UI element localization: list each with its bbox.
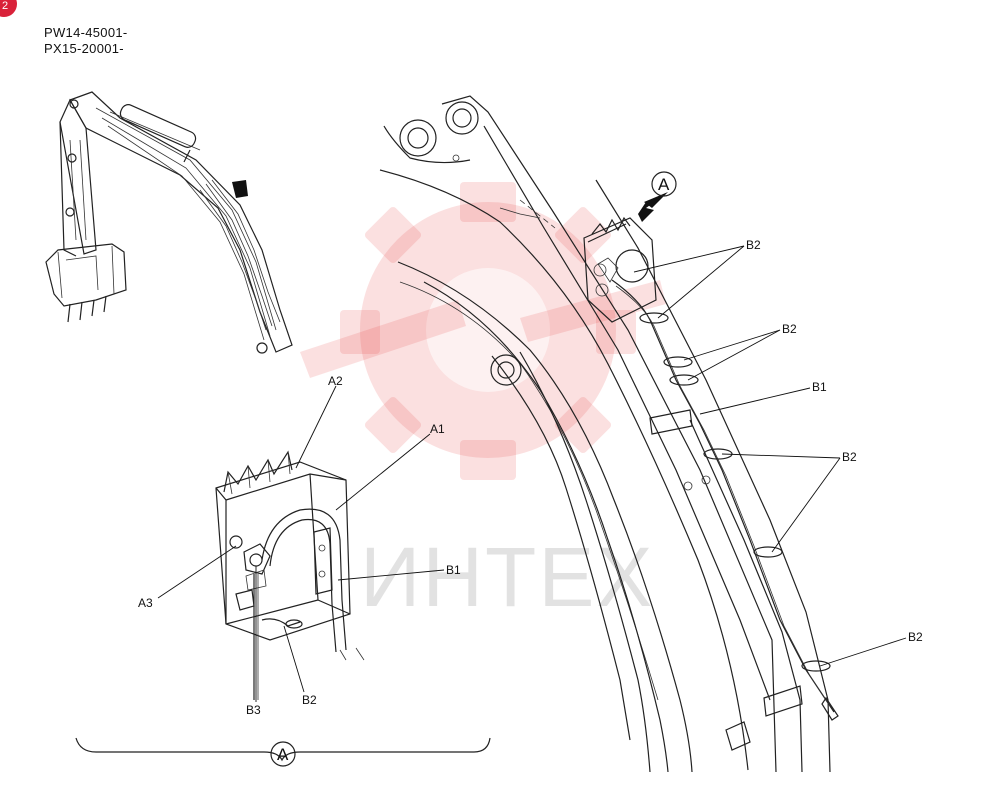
label-b2-bottom: B2 [908,630,923,644]
detail-view-a [215,450,365,700]
arm-leader-lines [633,245,907,667]
label-b2-detail: B2 [302,693,317,707]
label-b3: B3 [246,703,261,717]
label-a3: A3 [138,596,153,610]
label-b1-arm: B1 [812,380,827,394]
watermark-text: ИНТЕХ [360,530,654,624]
excavator-arm-overview [45,91,293,354]
label-b1-detail: B1 [446,563,461,577]
label-a2: A2 [328,374,343,388]
label-b2-lower-mid: B2 [842,450,857,464]
label-b2-upper-mid: B2 [782,322,797,336]
view-a-marker-top: A [658,175,670,194]
detail-leader-lines [157,385,445,702]
page-badge-number: 2 [2,0,8,12]
serial-range-1: PW14-45001- [44,25,128,40]
view-a-marker-bottom: A [277,745,289,764]
label-b2-top: B2 [746,238,761,252]
large-arm-drawing [379,95,839,773]
page-badge: 2 [0,0,17,17]
label-a1: A1 [430,422,445,436]
view-a-bracket [75,737,491,767]
serial-range-2: PX15-20001- [44,41,124,56]
